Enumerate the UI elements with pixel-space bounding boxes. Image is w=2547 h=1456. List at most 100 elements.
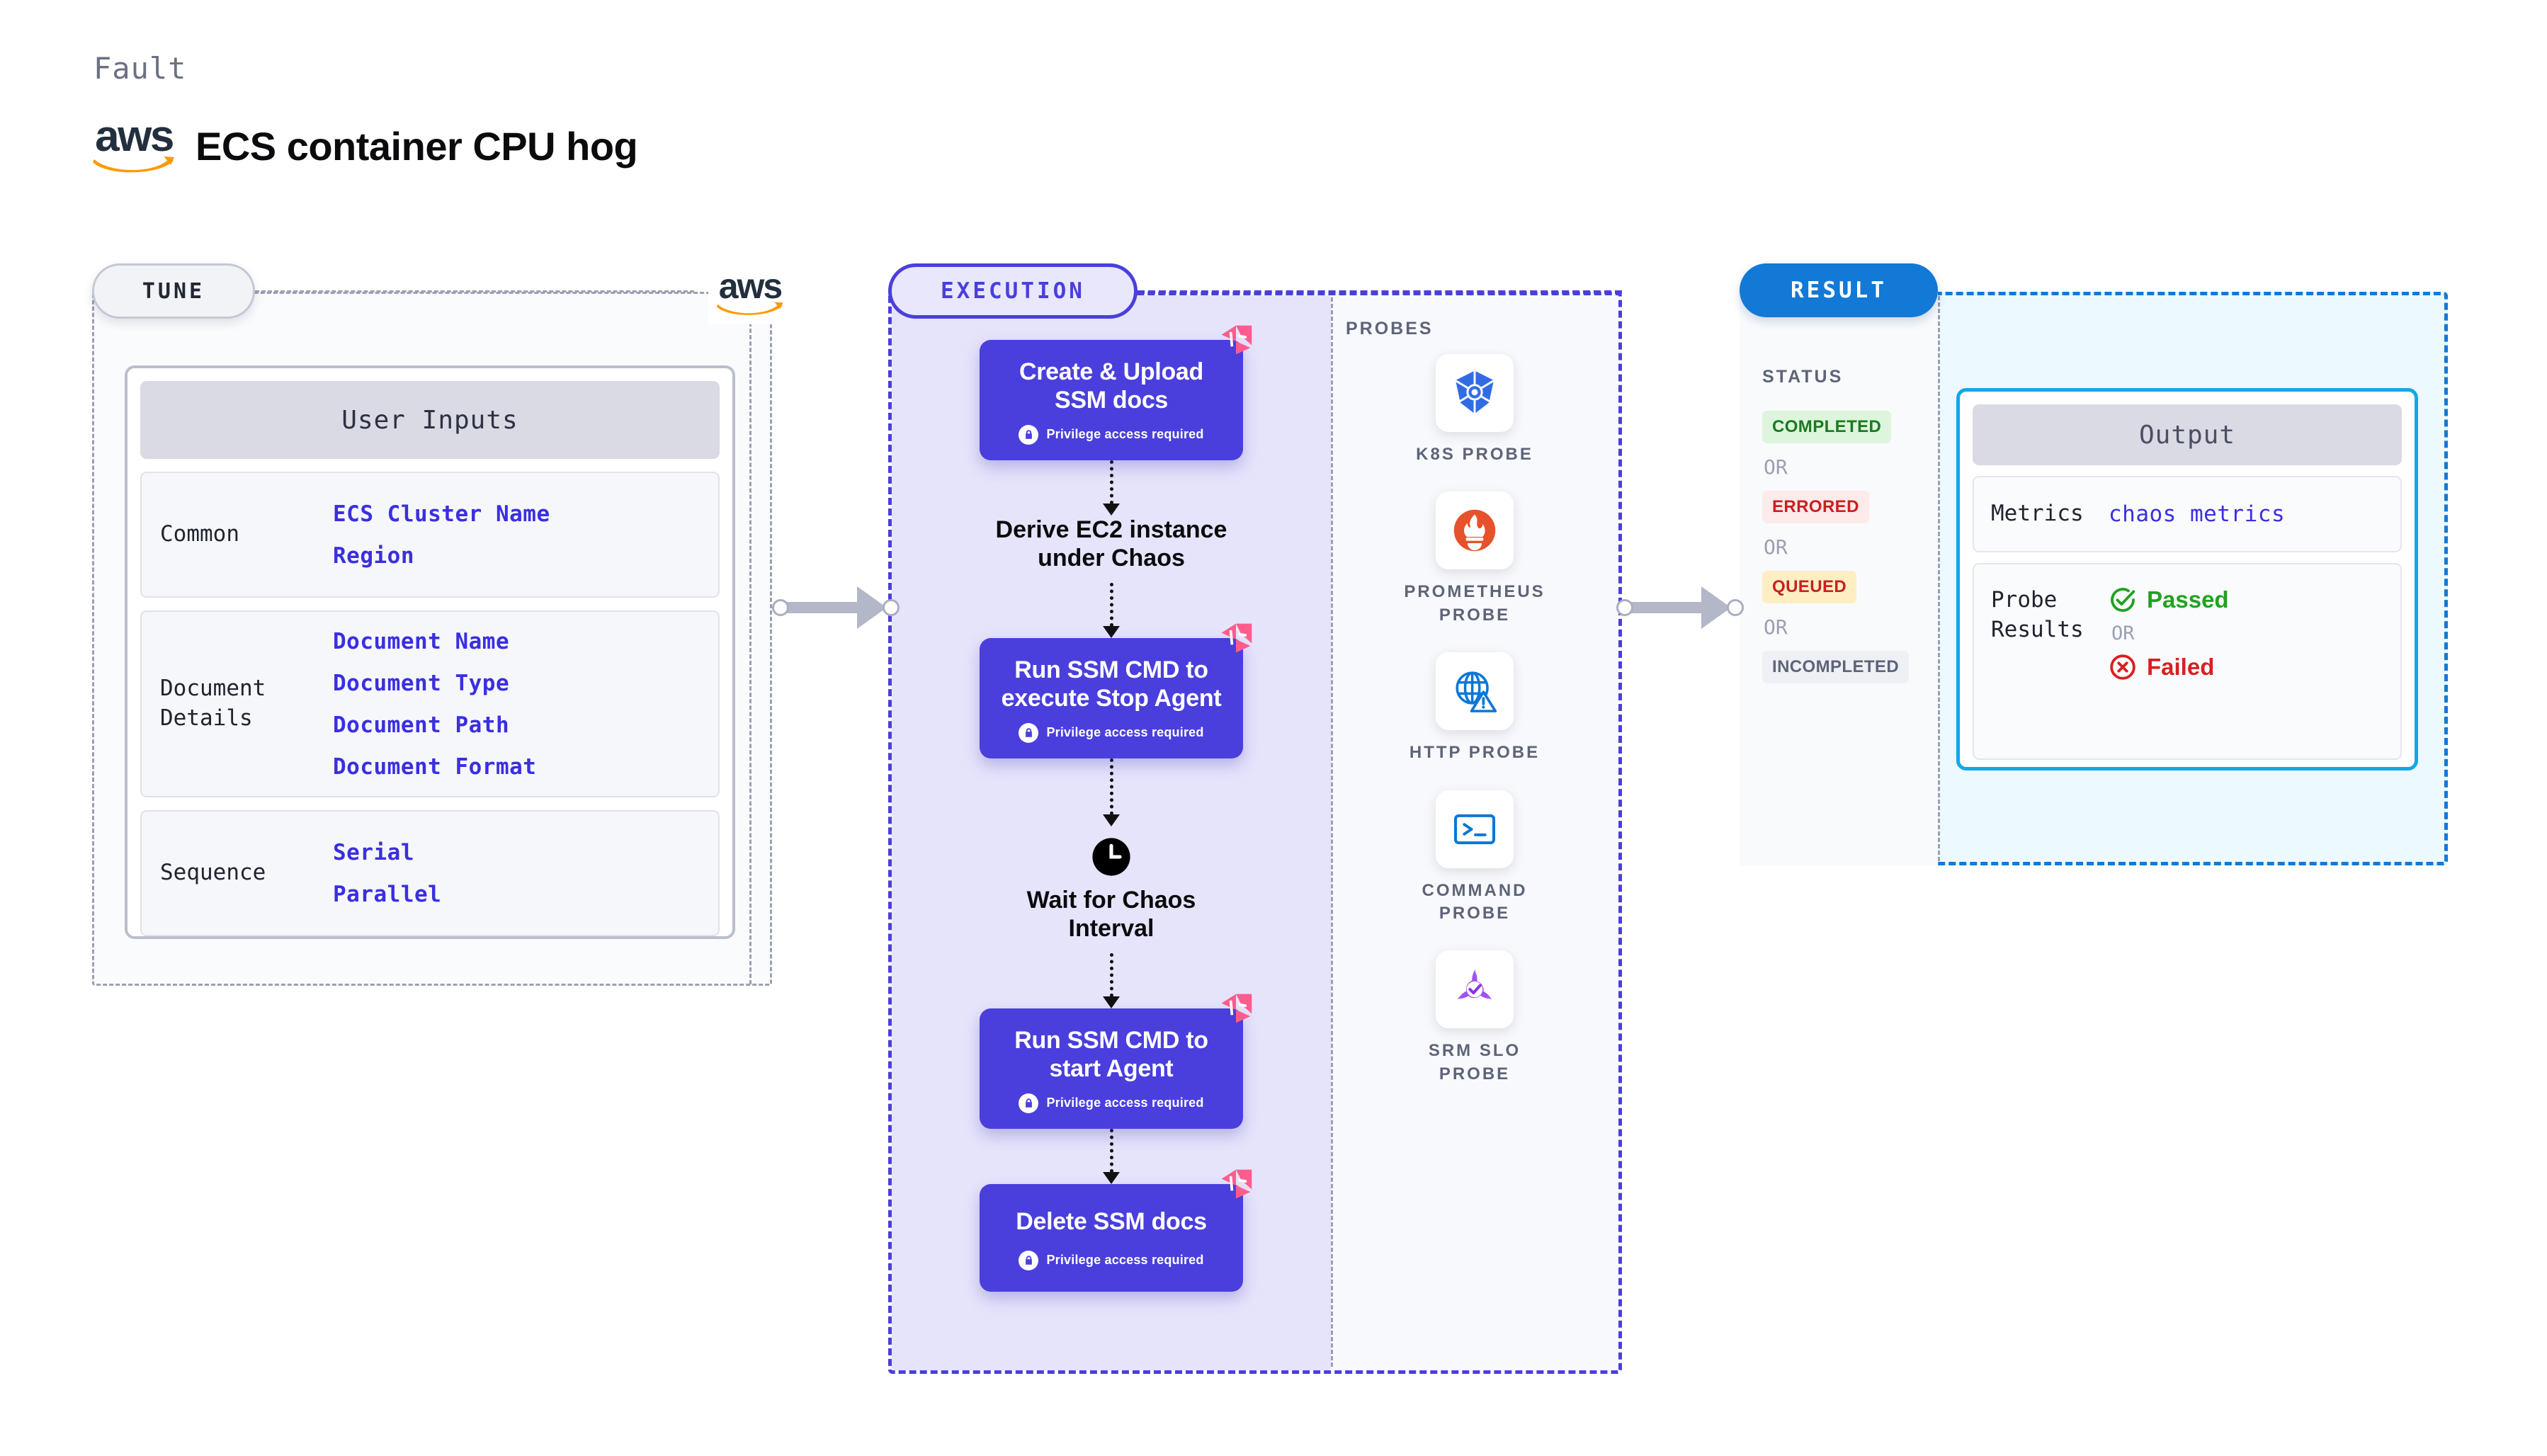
harness-logo-icon bbox=[1216, 1166, 1256, 1202]
lock-icon bbox=[1019, 1093, 1039, 1113]
step-6-privilege-note: Privilege access required bbox=[992, 1250, 1230, 1270]
arrow-start-dot bbox=[772, 599, 789, 616]
step-run-ssm-cmd-stop-agent[interactable]: Run SSM CMD to execute Stop Agent Privil… bbox=[980, 623, 1252, 758]
input-document-path[interactable]: Document Path bbox=[333, 712, 510, 738]
step-wait-for-chaos-interval: Wait for Chaos Interval bbox=[1027, 836, 1196, 944]
tune-pill[interactable]: TUNE bbox=[92, 263, 255, 319]
input-group-document-details: Document Details Document Name Document … bbox=[140, 610, 720, 797]
connector-2 bbox=[1103, 573, 1120, 639]
connector-line bbox=[1109, 583, 1113, 627]
arrow-head bbox=[857, 586, 887, 629]
connector-line bbox=[1109, 953, 1113, 998]
arrow-execution-to-result bbox=[1616, 586, 1744, 629]
input-document-format[interactable]: Document Format bbox=[333, 753, 537, 780]
output-row-metrics: Metrics chaos metrics bbox=[1973, 476, 2402, 552]
probe-result-or: OR bbox=[2111, 622, 2135, 644]
status-or-1: OR bbox=[1764, 455, 1788, 479]
probe-k8s[interactable]: K8S PROBE bbox=[1383, 354, 1567, 466]
input-document-type[interactable]: Document Type bbox=[333, 670, 510, 696]
step-5-title-line1: Run SSM CMD to bbox=[1014, 1027, 1208, 1054]
prometheus-icon bbox=[1436, 491, 1514, 570]
probe-result-failed-label: Failed bbox=[2147, 654, 2215, 680]
probe-command-label-line2: PROBE bbox=[1439, 903, 1511, 923]
check-circle-icon bbox=[2109, 586, 2137, 614]
arrow-end-dot bbox=[883, 599, 900, 616]
connector-4 bbox=[1103, 943, 1120, 1009]
step-2-title-line2: under Chaos bbox=[1038, 545, 1185, 572]
input-group-sequence-label: Sequence bbox=[160, 860, 266, 886]
step-3-privilege-note: Privilege access required bbox=[992, 722, 1230, 743]
execution-pill[interactable]: EXECUTION bbox=[888, 263, 1138, 319]
arrow-tune-to-execution bbox=[772, 586, 900, 629]
harness-logo-icon bbox=[1216, 322, 1256, 358]
connector-3 bbox=[1103, 758, 1120, 826]
status-list: COMPLETED OR ERRORED OR QUEUED OR INCOMP… bbox=[1762, 411, 1932, 683]
arrow-start-dot bbox=[1616, 599, 1633, 616]
page-title: ECS container CPU hog bbox=[195, 123, 638, 169]
output-metrics-value[interactable]: chaos metrics bbox=[2109, 501, 2286, 527]
lock-icon bbox=[1019, 424, 1039, 445]
aws-logo: aws bbox=[92, 115, 176, 174]
lock-icon bbox=[1019, 1250, 1039, 1270]
aws-smile-icon bbox=[92, 155, 176, 174]
output-probe-results-label: Probe Results bbox=[1974, 586, 2109, 645]
user-inputs-card: User Inputs Common ECS Cluster Name Regi… bbox=[125, 365, 735, 939]
step-1-title-line2: SSM docs bbox=[1054, 386, 1169, 414]
x-circle-icon bbox=[2109, 653, 2137, 681]
arrow-head bbox=[1701, 586, 1731, 629]
status-or-2: OR bbox=[1764, 535, 1788, 559]
connector-1 bbox=[1103, 460, 1120, 516]
connector-line bbox=[1109, 460, 1113, 504]
arrow-shaft bbox=[785, 602, 875, 613]
doc-details-label-line1: Document bbox=[160, 676, 266, 702]
input-group-common: Common ECS Cluster Name Region bbox=[140, 472, 720, 598]
probe-command-label-line1: COMMAND bbox=[1422, 880, 1528, 900]
probes-title: PROBES bbox=[1346, 319, 1434, 339]
lock-icon bbox=[1019, 722, 1039, 743]
step-1-title-line1: Create & Upload bbox=[1019, 358, 1203, 385]
fault-label: Fault bbox=[93, 51, 187, 86]
step-5-privilege-text: Privilege access required bbox=[1046, 1096, 1204, 1110]
connector-arrowhead bbox=[1103, 1171, 1120, 1184]
connector-arrowhead bbox=[1103, 814, 1120, 826]
http-globe-icon bbox=[1436, 652, 1514, 731]
probe-srm-slo[interactable]: SRM SLO PROBE bbox=[1383, 950, 1567, 1086]
probe-command-label: COMMAND PROBE bbox=[1422, 880, 1528, 926]
connector-line bbox=[1109, 758, 1113, 815]
probe-prometheus[interactable]: PROMETHEUS PROBE bbox=[1383, 491, 1567, 627]
tune-vertical-divider bbox=[749, 290, 751, 984]
page-title-row: aws ECS container CPU hog bbox=[92, 115, 638, 174]
output-card: Output Metrics chaos metrics Probe Resul… bbox=[1956, 388, 2418, 770]
connector-arrowhead bbox=[1103, 503, 1120, 516]
input-sequence-serial[interactable]: Serial bbox=[333, 839, 414, 865]
input-group-document-details-label: Document Details bbox=[142, 674, 333, 734]
step-5-privilege-note: Privilege access required bbox=[992, 1093, 1230, 1113]
step-4-title-line1: Wait for Chaos bbox=[1026, 886, 1196, 914]
srm-slo-icon bbox=[1436, 950, 1514, 1029]
tune-aws-logo: aws bbox=[708, 263, 792, 324]
input-region[interactable]: Region bbox=[333, 542, 414, 569]
output-row-probe-results: Probe Results Passed OR bbox=[1973, 563, 2402, 760]
probe-http-label-line1: HTTP PROBE bbox=[1409, 743, 1541, 763]
step-delete-ssm-docs[interactable]: Delete SSM docs Privilege access require… bbox=[980, 1169, 1252, 1292]
connector-line bbox=[1109, 1128, 1113, 1173]
input-sequence-parallel[interactable]: Parallel bbox=[333, 881, 442, 907]
input-ecs-cluster-name[interactable]: ECS Cluster Name bbox=[333, 501, 550, 527]
tune-aws-logo-text: aws bbox=[718, 266, 783, 307]
step-3-title-line2: execute Stop Agent bbox=[1001, 684, 1222, 712]
connector-arrowhead bbox=[1103, 626, 1120, 639]
output-metrics-label: Metrics bbox=[1991, 501, 2084, 527]
result-pill[interactable]: RESULT bbox=[1740, 263, 1938, 317]
probe-http[interactable]: HTTP PROBE bbox=[1383, 652, 1567, 764]
kubernetes-icon bbox=[1436, 354, 1514, 432]
probe-command[interactable]: COMMAND PROBE bbox=[1383, 790, 1567, 926]
step-run-ssm-cmd-start-agent[interactable]: Run SSM CMD to start Agent Privilege acc… bbox=[980, 994, 1252, 1129]
execution-flow: Create & Upload SSM docs Privilege acces… bbox=[892, 325, 1331, 1292]
probe-result-passed-label: Passed bbox=[2147, 586, 2229, 613]
probe-prometheus-label-line2: PROBE bbox=[1439, 605, 1511, 625]
step-create-upload-ssm-docs[interactable]: Create & Upload SSM docs Privilege acces… bbox=[980, 325, 1252, 460]
output-title: Output bbox=[1973, 404, 2402, 465]
input-group-sequence: Sequence Serial Parallel bbox=[140, 810, 720, 936]
input-document-name[interactable]: Document Name bbox=[333, 628, 510, 654]
result-pill-label: RESULT bbox=[1791, 278, 1887, 303]
